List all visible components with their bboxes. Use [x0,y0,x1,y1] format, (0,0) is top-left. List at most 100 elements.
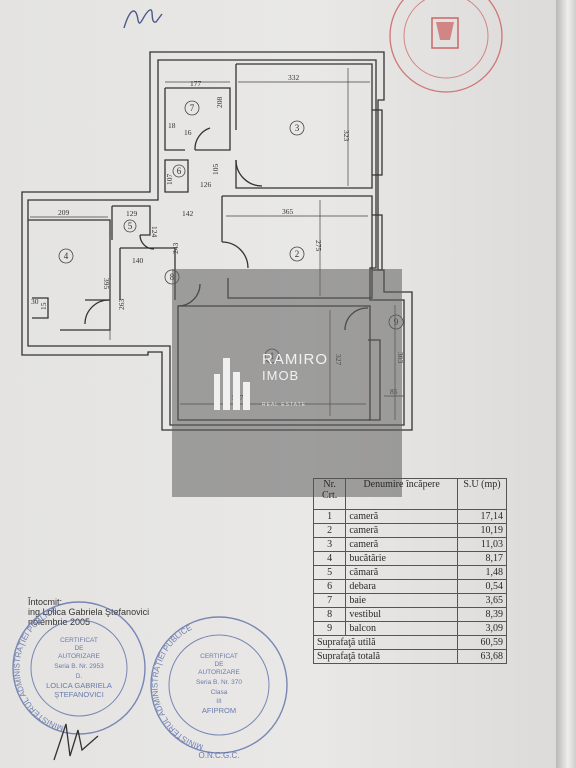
cell-nr: 3 [312,537,347,552]
watermark-line1: RAMIRO [262,351,328,368]
dim-107: 107 [165,174,174,186]
right-stamp-l5: Clasa [211,689,228,696]
cell-name: cameră [345,537,458,552]
dim-140: 140 [132,256,144,265]
total-label: Suprafaţă utilă [313,635,458,650]
cell-nr: 9 [312,621,347,636]
cell-nr: 5 [312,565,347,580]
cell-name: debara [345,579,458,594]
cell-name: cameră [345,523,458,538]
dim-16: 16 [184,128,192,137]
author-line1: Întocmit: [28,597,63,607]
left-stamp: MINISTERUL ADMINISTRAŢIEI PUBLICE CERTIF… [12,601,146,735]
watermark-tagline: REAL ESTATE [262,402,306,408]
right-stamp-bottom: O.N.C.G.C. [199,751,240,760]
cell-nr: 1 [312,509,347,524]
left-stamp-l4: Seria B. Nr. 2953 [54,663,104,670]
room-5-label: 5 [128,221,133,231]
dim-323: 323 [342,130,351,142]
inner-outline [27,59,405,426]
header-nr: Nr. Crt. [312,478,347,510]
room-3-label: 3 [295,123,300,133]
dim-208: 208 [215,97,224,109]
right-stamp: MINISTERUL ADMINISTRAŢIEI PUBLICE CERTIF… [150,616,288,760]
total-value: 63,68 [456,649,508,664]
wall-debara [164,159,189,193]
dim-142: 142 [182,209,194,218]
kitchen-niche [32,297,49,319]
cell-su: 3,65 [456,593,508,608]
header-name: Denumire încăpere [345,478,458,510]
door-bath [194,127,211,151]
watermark-logo-icon [214,358,250,410]
cell-nr: 2 [312,523,347,538]
watermark-line2: IMOB [262,368,300,383]
wall-camara [111,205,151,240]
right-stamp-l3: AUTORIZARE [198,669,240,676]
cell-su: 10,19 [456,523,508,538]
left-stamp-l1: CERTIFICAT [60,637,98,644]
right-stamp-l2: DE [214,661,224,668]
door-room2 [221,241,249,269]
cell-nr: 8 [312,607,347,622]
room-2-label: 2 [295,249,300,259]
dim-395: 395 [102,278,111,290]
left-stamp-l5: D. [76,673,83,680]
watermark-overlay [172,269,402,497]
author-line3: noiembrie 2005 [28,617,91,627]
dim-332: 332 [288,73,300,82]
dim-365: 365 [282,207,294,216]
cell-name: vestibul [345,607,458,622]
room-4-label: 4 [64,251,69,261]
author-line2: ing Lolica Gabriela Ştefanovici [28,607,150,617]
cell-su: 1,48 [456,565,508,580]
wall-bath [164,87,231,151]
cell-nr: 7 [312,593,347,608]
left-stamp-l3: AUTORIZARE [58,653,100,660]
room-7-label: 7 [190,103,195,113]
dim-177: 177 [190,79,202,88]
wall-kitchen [28,219,111,331]
wall-hall [119,247,176,300]
dim-275: 275 [314,240,323,252]
cell-su: 8,39 [456,607,508,622]
door-kitchen [84,299,111,325]
right-stamp-ring: MINISTERUL ADMINISTRAŢIEI PUBLICE [150,623,204,752]
right-stamp-l4: Seria B. Nr. 370 [196,679,242,686]
table-header-row: Nr. Crt. Denumire încăpere S.U (mp) [312,478,508,510]
cell-nr: 6 [312,579,347,594]
door-room3 [235,159,263,187]
right-stamp-l7: AFIPROM [202,706,236,715]
coat-of-arms-icon [431,17,459,49]
cell-su: 11,03 [456,537,508,552]
cell-name: balcon [345,621,458,636]
dim-18: 18 [168,121,176,130]
cell-nr: 4 [312,551,347,566]
dim-105: 105 [211,164,220,176]
door-camara [139,234,155,250]
cell-name: cămară [345,565,458,580]
dim-129: 129 [126,209,138,218]
window-room3 [372,109,383,176]
cell-su: 3,09 [456,621,508,636]
dim-263: 263 [117,299,126,311]
left-stamp-l6: LOLICA GABRIELA [46,681,112,690]
page-edge [556,0,576,768]
red-seal [389,0,503,93]
cell-name: bucătărie [345,551,458,566]
header-su: S.U (mp) [456,478,508,510]
watermark-brand: RAMIRO IMOB [262,352,328,384]
wall-room3 [235,63,373,189]
right-stamp-l6: III [216,698,222,705]
right-stamp-l1: CERTIFICAT [200,653,238,660]
